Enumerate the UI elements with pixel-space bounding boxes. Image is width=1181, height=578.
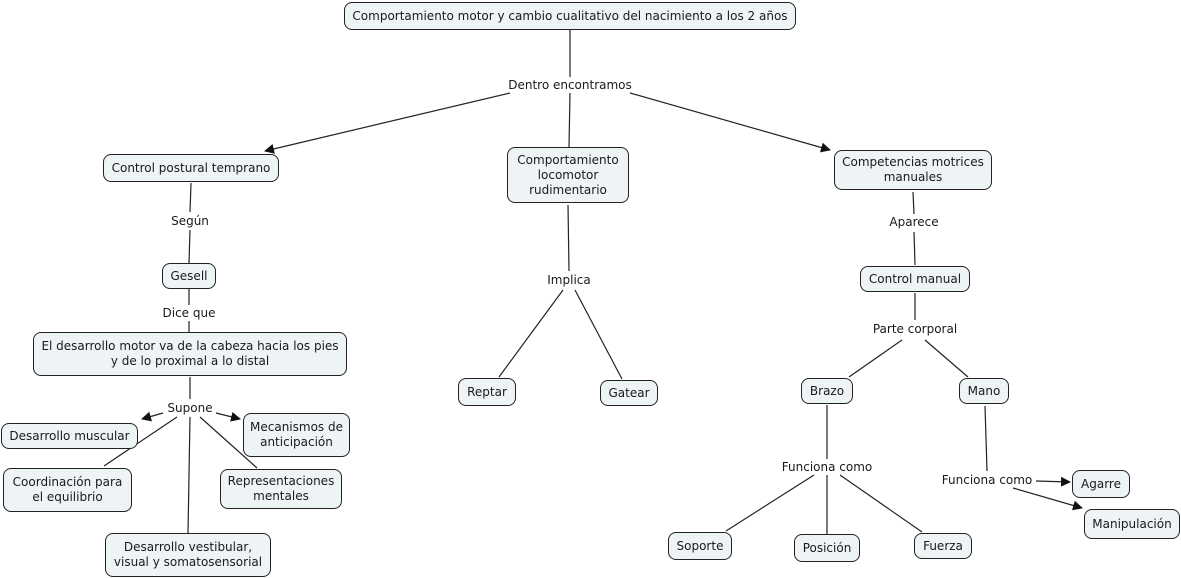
concept-root[interactable]: Comportamiento motor y cambio cualitativ… xyxy=(344,2,796,30)
link-aparece[interactable]: Aparece xyxy=(887,215,941,229)
edge-aparece-control xyxy=(913,231,916,266)
edge-funciona-agarre xyxy=(1035,476,1071,487)
concept-agarre[interactable]: Agarre xyxy=(1072,470,1130,498)
link-funciona-como-brazo[interactable]: Funciona como xyxy=(779,460,875,474)
edge-parte-mano xyxy=(924,339,969,378)
edge-parte-brazo xyxy=(848,339,903,378)
edge-locomotor-implica xyxy=(567,204,570,272)
concept-desarrollo-motor[interactable]: El desarrollo motor va de la cabeza haci… xyxy=(33,332,347,376)
concept-mano[interactable]: Mano xyxy=(959,378,1009,404)
concept-control-manual[interactable]: Control manual xyxy=(860,266,970,292)
edge-supone-muscular xyxy=(141,411,164,422)
edge-dentro-control xyxy=(264,92,511,154)
edge-funciona-fuerza xyxy=(839,474,923,533)
link-dice-que[interactable]: Dice que xyxy=(160,306,218,320)
link-dentro-encontramos[interactable]: Dentro encontramos xyxy=(506,78,634,92)
link-implica[interactable]: Implica xyxy=(545,273,593,287)
link-segun[interactable]: Según xyxy=(169,214,211,228)
edge-supone-vestibular xyxy=(187,416,191,534)
edge-dentro-locomotor xyxy=(568,92,571,148)
concept-brazo[interactable]: Brazo xyxy=(801,378,853,404)
concept-vestibular[interactable]: Desarrollo vestibular, visual y somatose… xyxy=(105,533,271,577)
link-supone[interactable]: Supone xyxy=(165,401,215,415)
concept-reptar[interactable]: Reptar xyxy=(458,378,516,406)
concept-coordinacion[interactable]: Coordinación para el equilibrio xyxy=(3,468,132,512)
edge-dentro-competencias xyxy=(629,92,831,153)
concept-manipulacion[interactable]: Manipulación xyxy=(1084,509,1180,539)
edge-implica-reptar xyxy=(498,289,564,378)
edge-funciona-manipulacion xyxy=(1012,487,1083,511)
concept-locomotor[interactable]: Comportamiento locomotor rudimentario xyxy=(507,147,629,203)
edge-funciona-soporte xyxy=(725,474,815,532)
edge-competencias-aparece xyxy=(912,191,915,215)
link-parte-corporal[interactable]: Parte corporal xyxy=(870,322,960,336)
concept-representaciones[interactable]: Representaciones mentales xyxy=(220,469,342,509)
concept-desarrollo-muscular[interactable]: Desarrollo muscular xyxy=(1,423,138,449)
edge-implica-gatear xyxy=(574,289,623,380)
concept-posicion[interactable]: Posición xyxy=(794,534,860,562)
concept-competencias[interactable]: Competencias motrices manuales xyxy=(834,150,992,190)
edge-supone-mecanismos xyxy=(215,411,241,422)
edge-mano-funciona xyxy=(984,405,988,472)
concept-mecanismos[interactable]: Mecanismos de anticipación xyxy=(243,413,350,457)
edge-supone-representaciones xyxy=(199,416,258,469)
edge-supone-coordinacion xyxy=(103,416,178,467)
concept-control-postural[interactable]: Control postural temprano xyxy=(103,154,279,182)
edge-segun-gesell xyxy=(188,229,191,264)
concept-fuerza[interactable]: Fuerza xyxy=(914,533,972,559)
concept-gatear[interactable]: Gatear xyxy=(600,380,658,406)
concept-soporte[interactable]: Soporte xyxy=(668,532,732,560)
edge-control-segun xyxy=(189,182,192,213)
concept-gesell[interactable]: Gesell xyxy=(162,263,216,289)
link-funciona-como-mano[interactable]: Funciona como xyxy=(939,473,1035,487)
